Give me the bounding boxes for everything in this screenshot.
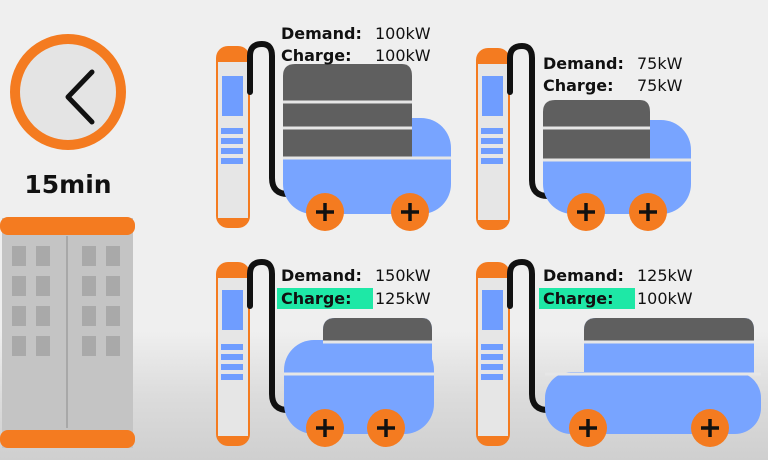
demand-label: Demand: [281, 266, 362, 285]
charge-value: 100kW [375, 46, 431, 65]
wheel-icon [391, 193, 429, 231]
demand-label: Demand: [281, 24, 362, 43]
demand-label: Demand: [543, 266, 624, 285]
demand-value: 150kW [375, 266, 431, 285]
charge-highlight [277, 288, 373, 309]
charging-cable [507, 258, 551, 413]
charger-post-icon [476, 48, 510, 230]
station-1: Demand: 100kW Charge: 100kW [216, 24, 451, 231]
wheel-icon [306, 409, 344, 447]
charge-highlight [539, 288, 635, 309]
station-4: Demand: 125kW Charge: 100kW [476, 258, 761, 447]
vehicle [284, 318, 434, 434]
charger-post-icon [216, 262, 250, 446]
demand-label: Demand: [543, 54, 624, 73]
wheel-icon [569, 409, 607, 447]
wheel-icon [367, 409, 405, 447]
wheel-icon [306, 193, 344, 231]
charge-label: Charge: [281, 289, 352, 308]
charge-value: 75kW [637, 76, 683, 95]
charge-value: 125kW [375, 289, 431, 308]
charging-cable [507, 42, 551, 199]
wheel-icon [629, 193, 667, 231]
wheel-icon [691, 409, 729, 447]
charge-label: Charge: [281, 46, 352, 65]
charger-post-icon [476, 262, 510, 446]
wheel-icon [567, 193, 605, 231]
battery-fill [543, 100, 650, 160]
vehicle [543, 100, 691, 214]
charging-cable [247, 40, 291, 197]
charge-label: Charge: [543, 289, 614, 308]
demand-value: 100kW [375, 24, 431, 43]
charge-value: 100kW [637, 289, 693, 308]
demand-value: 75kW [637, 54, 683, 73]
timer-label: 15min [24, 170, 111, 199]
building-icon [0, 217, 135, 448]
charger-post-icon [216, 46, 250, 228]
station-2: Demand: 75kW Charge: 75kW [476, 42, 691, 231]
vehicle [283, 64, 451, 214]
battery-fill [283, 64, 412, 158]
timer-clock-icon [10, 34, 126, 150]
station-3: Demand: 150kW Charge: 125kW [216, 258, 434, 447]
charging-cable [247, 258, 291, 413]
demand-value: 125kW [637, 266, 693, 285]
charge-label: Charge: [543, 76, 614, 95]
